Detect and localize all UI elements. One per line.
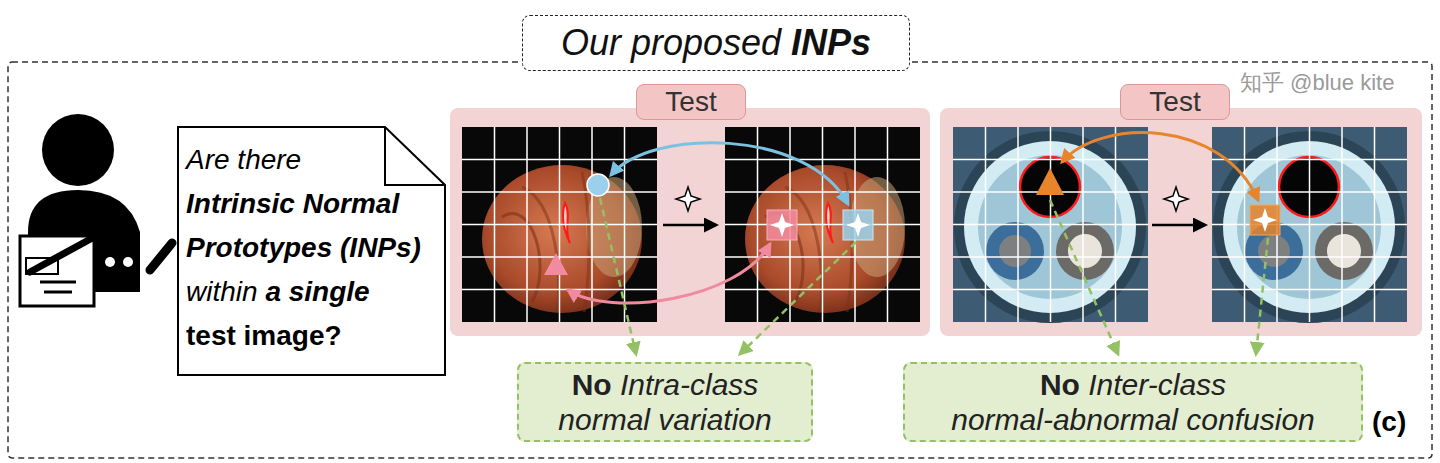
text-run: Test <box>665 86 716 117</box>
text-run: normal-abnormal <box>951 403 1178 436</box>
leader-line <box>600 198 636 354</box>
test-panel <box>450 108 930 336</box>
leader-line <box>740 242 856 354</box>
test-panel <box>940 108 1422 336</box>
cable-image <box>1212 127 1407 323</box>
text-run: Test <box>1149 86 1200 117</box>
blue-patch <box>587 174 609 196</box>
text-run: Intrinsic Normal <box>186 188 399 219</box>
text-run: test image? <box>186 320 342 351</box>
question-note: Are there Intrinsic Normal Prototypes (I… <box>186 138 440 368</box>
flow-arrow <box>1152 224 1205 227</box>
question-text: Are there Intrinsic Normal Prototypes (I… <box>186 138 440 358</box>
text-run: within <box>186 276 265 307</box>
claim-text: No Inter-class normal-abnormal confusion <box>935 367 1331 437</box>
watermark: 知乎 @blue kite <box>1240 68 1394 98</box>
text-run: No <box>1040 368 1080 401</box>
flow-arrow <box>663 224 716 227</box>
person-head <box>42 114 114 186</box>
text-run: confusion <box>1178 403 1315 436</box>
blue-patch <box>843 210 873 240</box>
match-arrow <box>611 143 848 204</box>
tag-text: Test <box>1127 86 1223 118</box>
outer-frame <box>8 62 1432 458</box>
match-arrow <box>1062 133 1258 200</box>
orange-patch <box>1036 168 1064 195</box>
panel-letter: (c) <box>1372 406 1406 438</box>
paper-line <box>44 291 72 294</box>
leader-line <box>1050 200 1118 354</box>
claim-box: No Intra-class normal variation <box>517 362 813 442</box>
star-symbol <box>1164 187 1188 211</box>
note-outline <box>178 127 445 375</box>
match-arrow <box>568 244 770 303</box>
orange-patch <box>1250 205 1280 235</box>
text-run: Are there <box>186 144 301 175</box>
dot <box>105 257 115 267</box>
pen <box>30 236 96 272</box>
pink-patch <box>767 210 797 240</box>
text-run: a single <box>265 276 369 307</box>
leader-line <box>1256 238 1268 354</box>
text-run: Our proposed <box>561 22 791 63</box>
hazelnut-image <box>462 127 657 322</box>
test-tag: Test <box>1120 84 1230 120</box>
query-star <box>770 213 794 237</box>
dot <box>123 257 133 267</box>
cable-image <box>953 127 1148 323</box>
note-fold <box>385 127 445 185</box>
pink-patch <box>544 253 568 275</box>
text-run: Inter-class <box>1080 368 1226 401</box>
test-tag: Test <box>636 84 746 120</box>
title-box: Our proposed INPs <box>522 15 910 71</box>
text-run: INPs <box>791 22 871 63</box>
title-text: Our proposed INPs <box>533 21 899 65</box>
paper-line <box>40 281 76 284</box>
text-run: Prototypes (INPs) <box>186 232 421 263</box>
hazelnut-image <box>725 127 920 322</box>
claim-box: No Inter-class normal-abnormal confusion <box>903 362 1363 442</box>
query-star <box>1253 208 1277 232</box>
query-star <box>846 213 870 237</box>
claim-text: No Intra-class normal variation <box>541 367 789 437</box>
person-icon <box>20 114 172 306</box>
star-symbol <box>676 187 700 211</box>
pointer <box>150 243 172 270</box>
text-run: No <box>572 368 612 401</box>
tag-text: Test <box>643 86 739 118</box>
